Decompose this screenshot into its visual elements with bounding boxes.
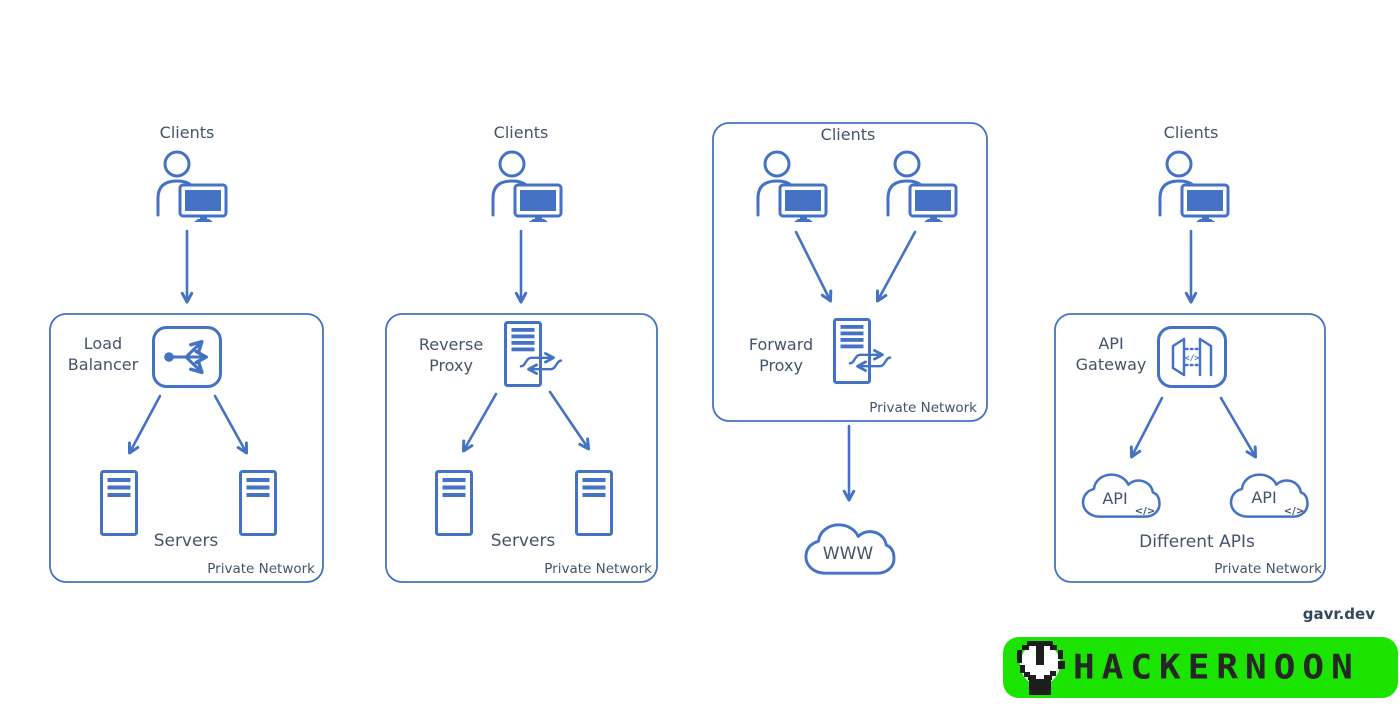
hackernoon-banner[interactable]: HACKERNOON [1003, 637, 1398, 698]
www-label: WWW [822, 544, 874, 564]
hackernoon-wordmark: HACKERNOON [1073, 648, 1360, 687]
api-code-glyph: </> [1283, 506, 1305, 517]
load-balancer-icon [154, 328, 221, 387]
api-cloud-label: API [1251, 488, 1277, 507]
node-label-api-gateway: API Gateway [1075, 334, 1147, 374]
diagonal-arrow [1129, 396, 1164, 459]
api-cloud-label: API [1102, 489, 1128, 508]
proxy-server-icon [833, 318, 871, 384]
clients-label: Clients [493, 123, 549, 142]
diagonal-arrow [548, 390, 591, 451]
private-network-box-api-gateway [1054, 313, 1326, 583]
clients-label: Clients [1163, 123, 1219, 142]
person-computer-icon [491, 150, 563, 222]
server-icon [575, 470, 613, 536]
private-network-box-reverse-proxy [385, 313, 658, 583]
servers-label: Servers [153, 531, 219, 551]
private-network-box-forward-proxy [712, 122, 988, 422]
clients-label: Clients [159, 123, 215, 142]
person-computer-icon [156, 150, 228, 222]
diagonal-arrow [213, 394, 249, 455]
private-network-label: Private Network [869, 400, 977, 416]
diagonal-arrow [1219, 396, 1258, 459]
private-network-label: Private Network [1214, 561, 1322, 577]
different-apis-label: Different APIs [1139, 532, 1255, 552]
private-network-box-load-balancer [49, 313, 324, 583]
person-computer-icon [756, 150, 828, 222]
server-icon [239, 470, 277, 536]
diagonal-arrow [127, 394, 162, 455]
clients-label: Clients [820, 125, 876, 144]
diagonal-arrow [461, 392, 498, 453]
proxy-server-icon [504, 321, 542, 387]
server-icon [435, 470, 473, 536]
api-gateway-icon [1157, 326, 1227, 388]
person-computer-icon [1158, 150, 1230, 222]
api-code-glyph: </> [1134, 506, 1156, 517]
diagonal-arrow [794, 230, 833, 303]
server-icon [100, 470, 138, 536]
node-label-load-balancer: Load Balancer [67, 334, 139, 374]
private-network-label: Private Network [207, 561, 315, 577]
node-label-forward-proxy: Forward Proxy [748, 335, 814, 375]
watermark-gavr-dev: gavr.dev [1302, 605, 1375, 623]
person-computer-icon [886, 150, 958, 222]
servers-label: Servers [490, 531, 556, 551]
diagonal-arrow [875, 230, 917, 303]
private-network-label: Private Network [544, 561, 652, 577]
node-label-reverse-proxy: Reverse Proxy [418, 335, 484, 375]
hackernoon-pixel-icon [1017, 641, 1065, 695]
